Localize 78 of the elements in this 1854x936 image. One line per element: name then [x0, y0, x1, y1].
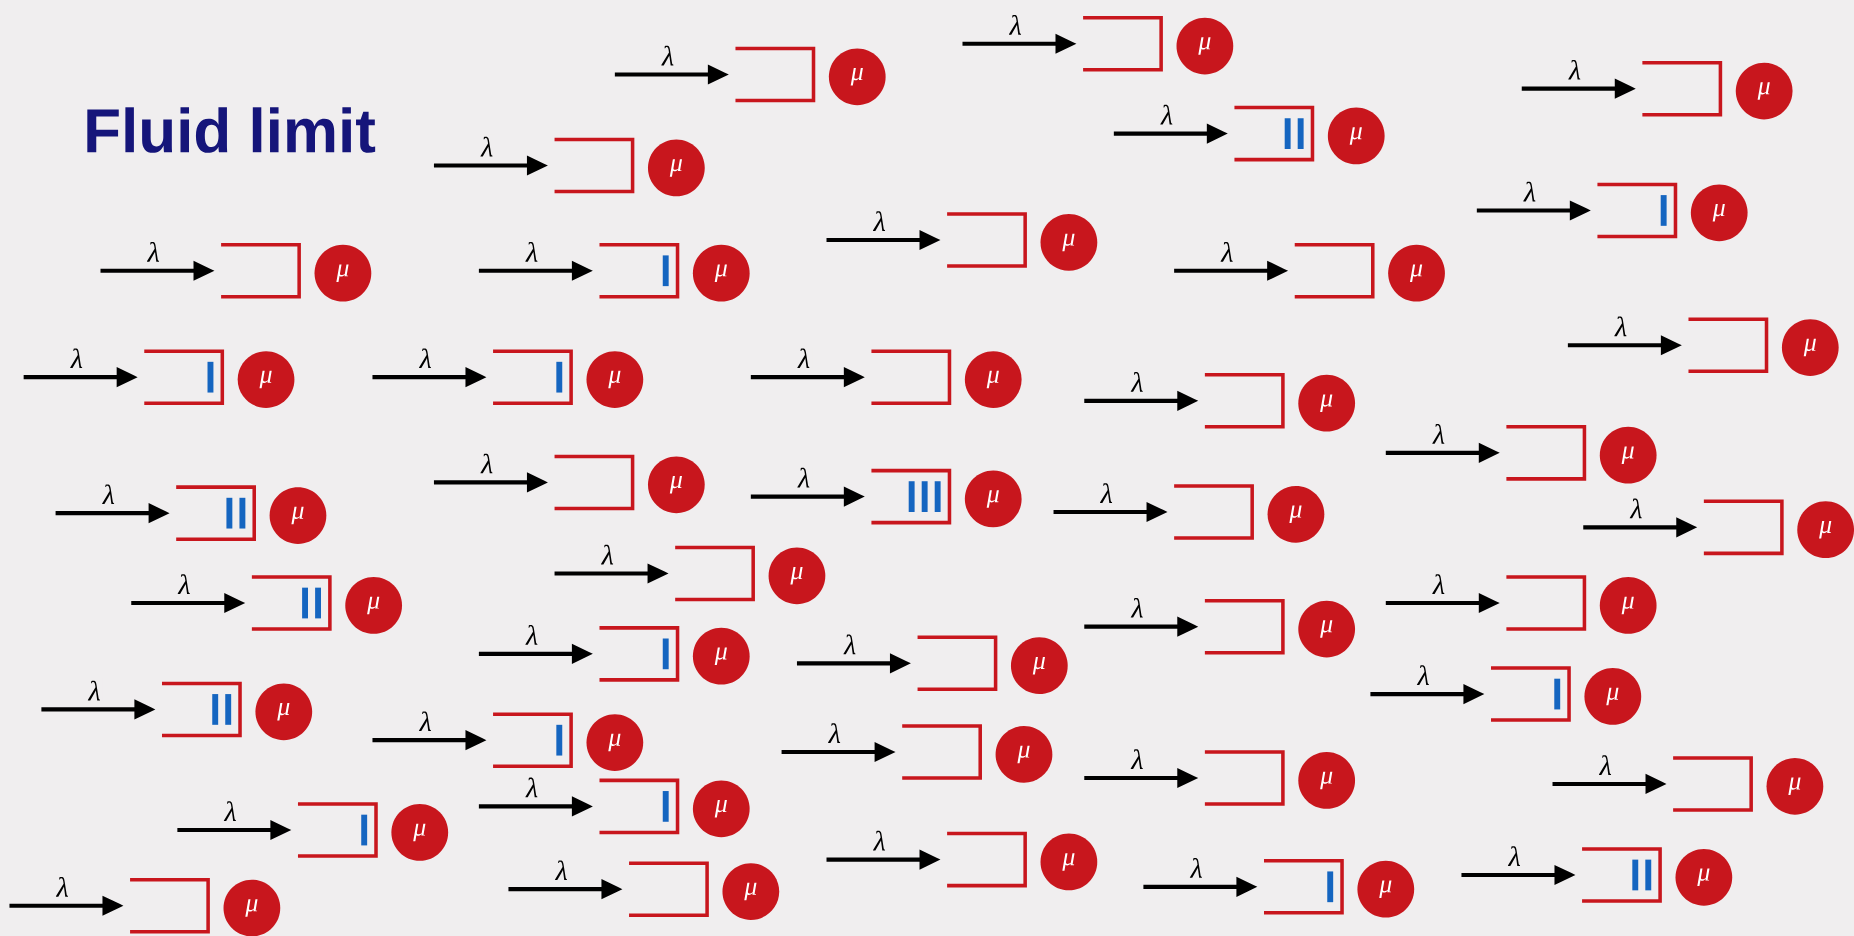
job-bar [225, 693, 232, 725]
job-bar [1284, 118, 1291, 149]
edge-label: λ [1129, 369, 1146, 394]
edge-label: λ [1628, 496, 1645, 521]
job-bar [662, 790, 669, 822]
queue-buffer [221, 242, 301, 299]
job-bar [315, 587, 322, 619]
queue-buffer [1083, 15, 1163, 72]
job-bar [1327, 871, 1334, 902]
queue-buffer [1673, 755, 1753, 812]
queue-buffer [599, 625, 680, 682]
queue-buffer [1506, 424, 1587, 481]
edge-label: λ [1613, 314, 1630, 338]
job-bar [361, 814, 368, 846]
job-bar [1554, 678, 1561, 710]
job-bar [556, 724, 563, 756]
job-bar [302, 587, 309, 619]
edge-label: λ [660, 43, 677, 68]
job-bar [212, 693, 219, 725]
queue-buffer [554, 454, 635, 510]
job-bar [556, 361, 563, 393]
edge-label: λ [479, 451, 496, 476]
queue-buffer [1204, 750, 1285, 806]
job-bar [1645, 859, 1652, 891]
queue-buffer [917, 635, 998, 691]
queue-buffer [176, 485, 256, 541]
queue-buffer [1294, 242, 1375, 299]
job-bar [1632, 859, 1639, 891]
queue-buffer [871, 468, 952, 525]
queue-buffer [1703, 499, 1784, 555]
edge-label: λ [1129, 595, 1146, 620]
queue-buffer [162, 681, 242, 737]
queue-buffer [1688, 317, 1769, 373]
edge-label: λ [479, 134, 496, 159]
edge-label: λ [1129, 747, 1146, 771]
queue-buffer [1506, 575, 1587, 631]
queue-buffer [1597, 182, 1678, 239]
queue-buffer [1174, 484, 1254, 540]
edge-label: λ [524, 775, 541, 800]
edge-label: λ [842, 632, 859, 657]
queue-buffer [1491, 666, 1571, 722]
queue-buffer [629, 861, 709, 917]
job-bar [239, 497, 246, 529]
job-bar [662, 638, 669, 669]
queue-buffer [599, 778, 680, 834]
queue-buffer [947, 212, 1027, 268]
job-bar [1297, 118, 1304, 149]
queue-buffer [675, 545, 755, 602]
queue-buffer [1582, 846, 1662, 903]
job-bar [1660, 194, 1667, 226]
queue-buffer [1204, 598, 1285, 655]
edge-label: λ [524, 239, 541, 264]
job-bar [908, 481, 915, 512]
job-bar [662, 255, 669, 286]
queue-buffer [251, 575, 332, 631]
queue-buffer [144, 349, 225, 405]
queue-buffer [947, 831, 1027, 888]
edge-label: λ [524, 622, 541, 647]
queue-buffer [1204, 372, 1285, 429]
edge-label: λ [176, 572, 193, 596]
queue-buffer [735, 46, 816, 103]
job-bar [207, 361, 214, 393]
queue-buffer [554, 137, 635, 194]
title: Fluid limit [87, 107, 376, 153]
queue-buffer [1234, 105, 1315, 162]
queue-buffer [493, 712, 573, 768]
queue-buffer [493, 349, 573, 405]
edge-label: λ [1219, 239, 1236, 264]
queue-buffer [871, 349, 952, 405]
queue-buffer [1264, 858, 1344, 915]
job-bar [934, 481, 941, 512]
queue-buffer [130, 877, 210, 934]
queue-buffer [902, 724, 982, 780]
queue-buffer [599, 242, 680, 299]
job-bar [921, 481, 928, 512]
queue-buffer [1642, 60, 1723, 117]
queue-buffer [297, 802, 378, 858]
job-bar [226, 497, 233, 529]
